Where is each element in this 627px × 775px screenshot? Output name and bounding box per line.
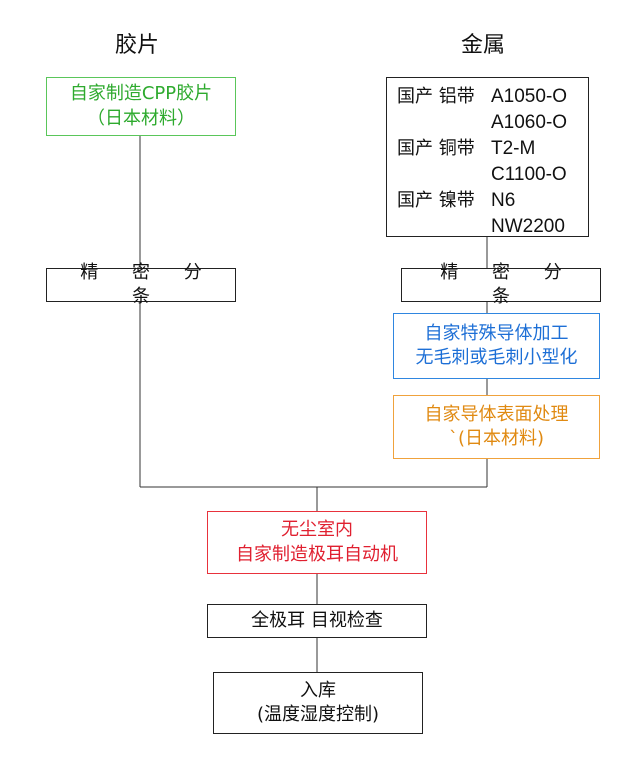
storage-box: 入库 (温度湿度控制) — [213, 672, 423, 734]
slitting-right-label: 精 密 分 条 — [440, 261, 576, 307]
film-box-line1: 自家制造CPP胶片 — [69, 83, 213, 105]
film-header: 胶片 — [115, 33, 160, 58]
cleanroom-box-line1: 无尘室内 — [281, 519, 353, 541]
metal-label — [397, 162, 491, 188]
metal-value: N6 — [491, 190, 516, 211]
film-box: 自家制造CPP胶片 （日本材料） — [46, 77, 236, 136]
slitting-right-box: 精 密 分 条 — [401, 262, 601, 307]
inspection-label: 全极耳 目视检查 — [251, 609, 383, 631]
conductor-box: 自家特殊导体加工 无毛刺或毛刺小型化 — [393, 313, 600, 379]
metal-value: C1100-O — [491, 164, 567, 185]
metal-row: 国产 铜带 T2-M — [397, 136, 588, 162]
inspection-box: 全极耳 目视检查 — [207, 604, 427, 638]
metal-header: 金属 — [461, 33, 506, 58]
metal-row: 国产 镍带 N6 — [397, 188, 588, 214]
metal-label: 国产 铜带 — [397, 138, 475, 159]
metal-label — [397, 110, 491, 136]
surface-box-line1: 自家导体表面处理 — [424, 403, 569, 425]
storage-box-line1: 入库 — [300, 679, 336, 701]
film-box-line2: （日本材料） — [87, 107, 195, 129]
metal-label: 国产 镍带 — [397, 190, 475, 211]
metal-row: A1060-O — [397, 110, 588, 136]
metal-row: C1100-O — [397, 162, 588, 188]
metal-value: A1060-O — [491, 112, 568, 133]
surface-box: 自家导体表面处理 `(日本材料) — [393, 395, 600, 459]
metal-row: NW2200 — [397, 214, 588, 240]
slitting-left-label: 精 密 分 条 — [80, 261, 216, 307]
metal-value: NW2200 — [491, 216, 565, 237]
conductor-box-line2: 无毛刺或毛刺小型化 — [415, 347, 578, 368]
metal-box: 国产 铝带 A1050-O A1060-O 国产 铜带 T2-M C1100-O… — [386, 77, 589, 237]
cleanroom-box: 无尘室内 自家制造极耳自动机 — [207, 511, 427, 574]
metal-value: T2-M — [491, 138, 536, 159]
metal-label: 国产 铝带 — [397, 86, 475, 107]
conductor-box-line1: 自家特殊导体加工 — [424, 322, 569, 344]
surface-box-line2: `(日本材料) — [448, 428, 545, 449]
metal-label — [397, 214, 491, 240]
storage-box-line2: (温度湿度控制) — [256, 704, 380, 725]
metal-row: 国产 铝带 A1050-O — [397, 84, 588, 110]
cleanroom-box-line2: 自家制造极耳自动机 — [236, 543, 398, 565]
slitting-left-box: 精 密 分 条 — [46, 262, 236, 307]
metal-value: A1050-O — [491, 86, 568, 107]
